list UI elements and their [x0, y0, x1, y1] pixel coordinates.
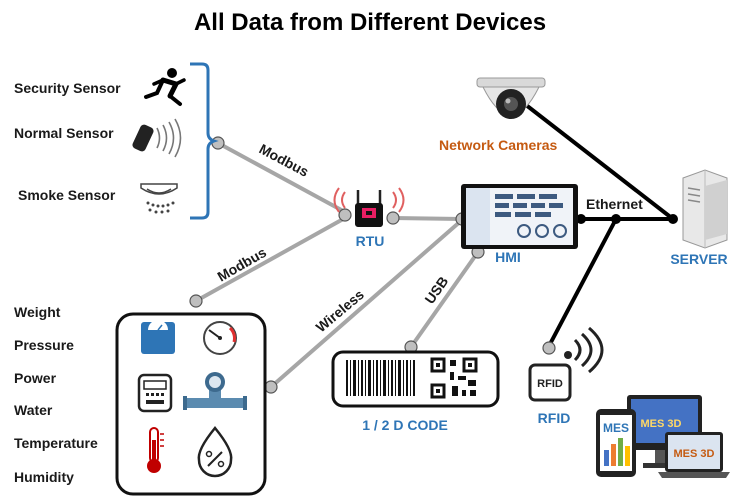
usb-label: USB [421, 273, 451, 306]
node-hmi-right [576, 214, 586, 224]
modbus-top-label: Modbus [257, 141, 312, 180]
network-cameras-label: Network Cameras [439, 137, 557, 153]
hmi-label: HMI [495, 249, 521, 265]
usb-link [409, 250, 480, 349]
mes-laptop-icon [658, 432, 730, 478]
rfid-tag-label: RFID [537, 378, 563, 390]
server-tower-icon [682, 169, 728, 249]
sensor-label-security: Security Sensor [14, 80, 121, 96]
ethernet-label: Ethernet [586, 196, 643, 212]
water-meter-icon [183, 372, 247, 410]
barcode-icon [346, 360, 415, 396]
node-server [668, 214, 678, 224]
sensor-label-smoke: Smoke Sensor [18, 187, 116, 203]
weight-scale-icon [141, 320, 175, 354]
normal-sensor-icon [132, 118, 182, 158]
mes-monitor-label: MES 3D [641, 418, 682, 430]
thermometer-icon [147, 427, 164, 473]
meter-label-pressure: Pressure [14, 337, 74, 353]
sensor-label-normal: Normal Sensor [14, 125, 114, 141]
link-lines [195, 141, 480, 389]
meter-label-temperature: Temperature [14, 435, 98, 451]
ethernet-lines [515, 96, 675, 347]
dome-camera-icon [476, 77, 546, 119]
modbus-top-link [217, 141, 346, 214]
smoke-detector-icon [140, 183, 178, 214]
rtu-hmi-link [392, 216, 463, 221]
node-ethernet-junction [611, 214, 621, 224]
modbus-bottom-link [195, 216, 346, 303]
node-rfid [542, 341, 556, 355]
meter-label-power: Power [14, 370, 57, 386]
node-meters-top [189, 294, 203, 308]
meter-label-humidity: Humidity [14, 469, 74, 485]
rtu-device-icon [333, 187, 405, 227]
hmi-panel-icon [461, 184, 578, 249]
qr-code-icon [430, 357, 478, 399]
sensor-bracket [190, 62, 219, 220]
camera-link [515, 96, 675, 221]
rtu-label: RTU [356, 233, 385, 249]
rfid-label: RFID [538, 410, 571, 426]
mes-laptop-label: MES 3D [674, 448, 715, 460]
mes-tablet-icon [596, 409, 636, 477]
node-sensors [211, 136, 225, 150]
running-person-icon [144, 68, 186, 106]
pressure-gauge-icon [203, 321, 237, 355]
node-rtu-left [338, 208, 352, 222]
rfid-reader-icon [528, 326, 604, 402]
meter-label-weight: Weight [14, 304, 61, 320]
rfid-link [547, 218, 618, 347]
mes-tablet-label: MES [603, 421, 629, 435]
meter-label-water: Water [14, 402, 53, 418]
node-rtu-right [386, 211, 400, 225]
code-label: 1 / 2 D CODE [362, 417, 448, 433]
power-meter-icon [137, 373, 173, 413]
diagram-title: All Data from Different Devices [194, 9, 546, 36]
wireless-link [269, 218, 464, 389]
humidity-drop-icon [197, 426, 233, 478]
black-nodes [576, 214, 678, 224]
server-label: SERVER [670, 251, 727, 267]
node-meters-right [264, 380, 278, 394]
